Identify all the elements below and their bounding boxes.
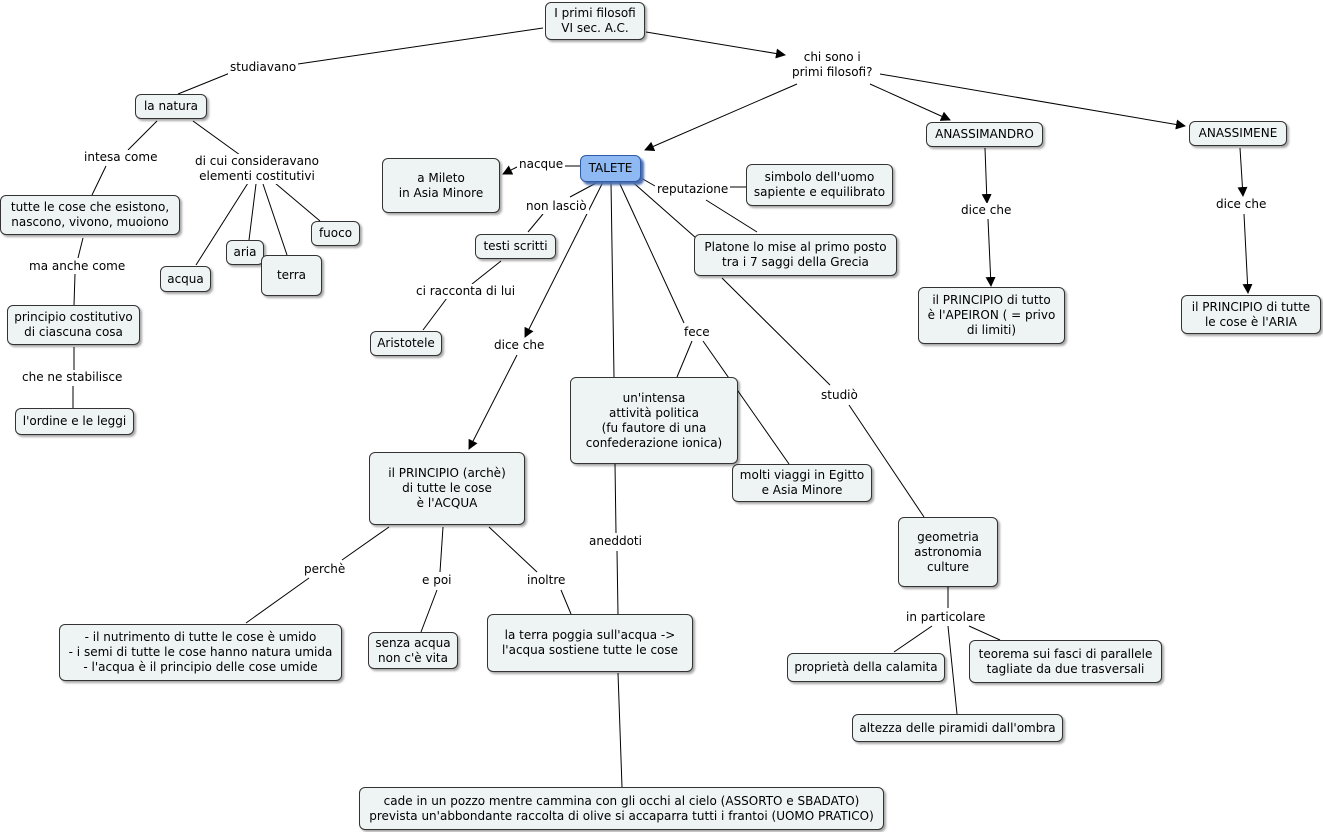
link-label-in-particolare: in particolare [904,610,988,625]
connector-line [644,83,798,152]
node-principio-costitutivo[interactable]: principio costitutivo di ciascuna cosa [7,305,140,345]
connector-line [560,589,572,615]
node-terra[interactable]: terra [261,255,322,296]
node-anassimene[interactable]: ANASSIMENE [1189,121,1287,146]
link-label-studio: studiò [819,388,860,403]
link-label-ci-racconta: ci racconta di lui [414,284,518,299]
connector-line [91,165,107,196]
connector-line [702,340,790,465]
connector-line [569,181,599,198]
node-testi-scritti[interactable]: testi scritti [475,234,556,259]
connector-line [1237,147,1248,197]
connector-line [77,237,84,259]
node-root[interactable]: I primi filosofi VI sec. A.C. [545,2,645,40]
connector-line [192,120,241,156]
link-label-dice-che-anassimandro: dice che [959,203,1014,218]
node-talete[interactable]: TALETE [580,155,641,182]
connector-line [893,625,933,653]
connector-line [645,31,786,59]
node-aristotele[interactable]: Aristotele [370,331,442,356]
connector-line [617,672,623,788]
connector-line [616,550,619,615]
connector-line [502,165,518,175]
link-label-chi-sono: chi sono i primi filosofi? [790,50,875,80]
link-label-perche: perchè [302,562,348,577]
connector-line [879,73,1186,130]
connector-line [947,625,958,715]
connector-line [195,182,249,266]
connector-line [640,177,656,187]
link-label-dice-che-talete: dice che [492,338,547,353]
connector-line [422,297,448,331]
node-viaggi[interactable]: molti viaggi in Egitto e Asia Minore [732,464,872,502]
connector-line [705,199,758,233]
node-terra-poggia[interactable]: la terra poggia sull'acqua -> l'acqua so… [487,614,693,672]
connector-line [471,260,502,285]
node-geometria[interactable]: geometria astronomia culture [898,517,998,587]
connector-line [177,72,231,95]
connector-line [848,404,925,518]
connector-line [614,463,617,534]
node-principio-aria[interactable]: il PRINCIPIO di tutte le cose è l'ARIA [1181,295,1321,334]
connector-line [610,181,615,378]
link-label-dice-che-anassimene: dice che [1214,197,1269,212]
node-pozzo[interactable]: cade in un pozzo mentre cammina con gli … [359,787,884,830]
node-aria[interactable]: aria [226,240,264,265]
link-label-di-cui: di cui consideravano elementi costitutiv… [193,154,321,184]
link-label-e-poi: e poi [420,573,454,588]
connector-line [676,340,693,378]
link-label-non-lascio: non lasciò [524,199,589,214]
connector-line [627,177,697,239]
node-nutrimento[interactable]: - il nutrimento di tutte le cose è umido… [59,624,342,681]
node-mileto[interactable]: a Mileto in Asia Minore [382,158,500,213]
link-label-studiavano: studiavano [228,60,299,75]
connector-line [981,147,992,204]
node-ordine-leggi[interactable]: l'ordine e le leggi [15,408,134,435]
node-apeiron[interactable]: il PRINCIPIO di tutto è l'APEIRON ( = pr… [918,287,1065,344]
link-label-aneddoti: aneddoti [587,534,644,549]
connector-line [341,526,390,561]
link-label-che-ne: che ne stabilisce [20,370,125,385]
node-attivita-politica[interactable]: un'intensa attività politica (fu fautore… [570,377,738,464]
connector-line [468,354,518,450]
connector-line [524,181,604,338]
node-calamita[interactable]: proprietà della calamita [787,653,945,682]
connector-line [73,273,76,306]
connector-line [618,181,685,324]
link-label-nacque: nacque [517,157,566,172]
node-tutte-le-cose[interactable]: tutte le cose che esistono, nascono, viv… [0,195,180,235]
node-la-natura[interactable]: la natura [135,94,207,119]
link-label-reputazione: reputazione [655,182,731,197]
connector-line [127,120,158,151]
connector-line [869,83,951,121]
node-platone[interactable]: Platone lo mise al primo posto tra i 7 s… [694,234,897,276]
connector-line [721,277,831,386]
link-label-fece: fece [682,325,712,340]
node-piramidi[interactable]: altezza delle piramidi dall'ombra [852,714,1063,742]
node-fuoco[interactable]: fuoco [311,221,360,246]
node-teorema[interactable]: teorema sui fasci di parallele tagliate … [969,640,1162,683]
connector-line [245,577,310,624]
connector-line [527,213,544,233]
connector-line [1242,213,1253,294]
node-acqua[interactable]: acqua [160,266,211,292]
connector-line [985,218,996,287]
link-label-inoltre: inoltre [525,573,568,588]
node-anassimandro[interactable]: ANASSIMANDRO [926,122,1043,147]
connector-line [248,183,257,241]
connector-line [274,182,321,222]
connector-line [262,183,288,256]
node-principio-acqua[interactable]: il PRINCIPIO (archè) di tutte le cose è … [369,452,525,525]
connector-line [439,526,444,573]
node-simbolo[interactable]: simbolo dell'uomo sapiente e equilibrato [746,164,893,206]
connector-line [297,27,544,65]
connector-line [420,589,438,633]
connector-line [488,526,538,573]
link-label-intesa-come: intesa come [82,150,160,165]
link-label-ma-anche: ma anche come [27,259,128,274]
node-senza-acqua[interactable]: senza acqua non c'è vita [368,632,458,669]
connector-line [968,625,1001,641]
